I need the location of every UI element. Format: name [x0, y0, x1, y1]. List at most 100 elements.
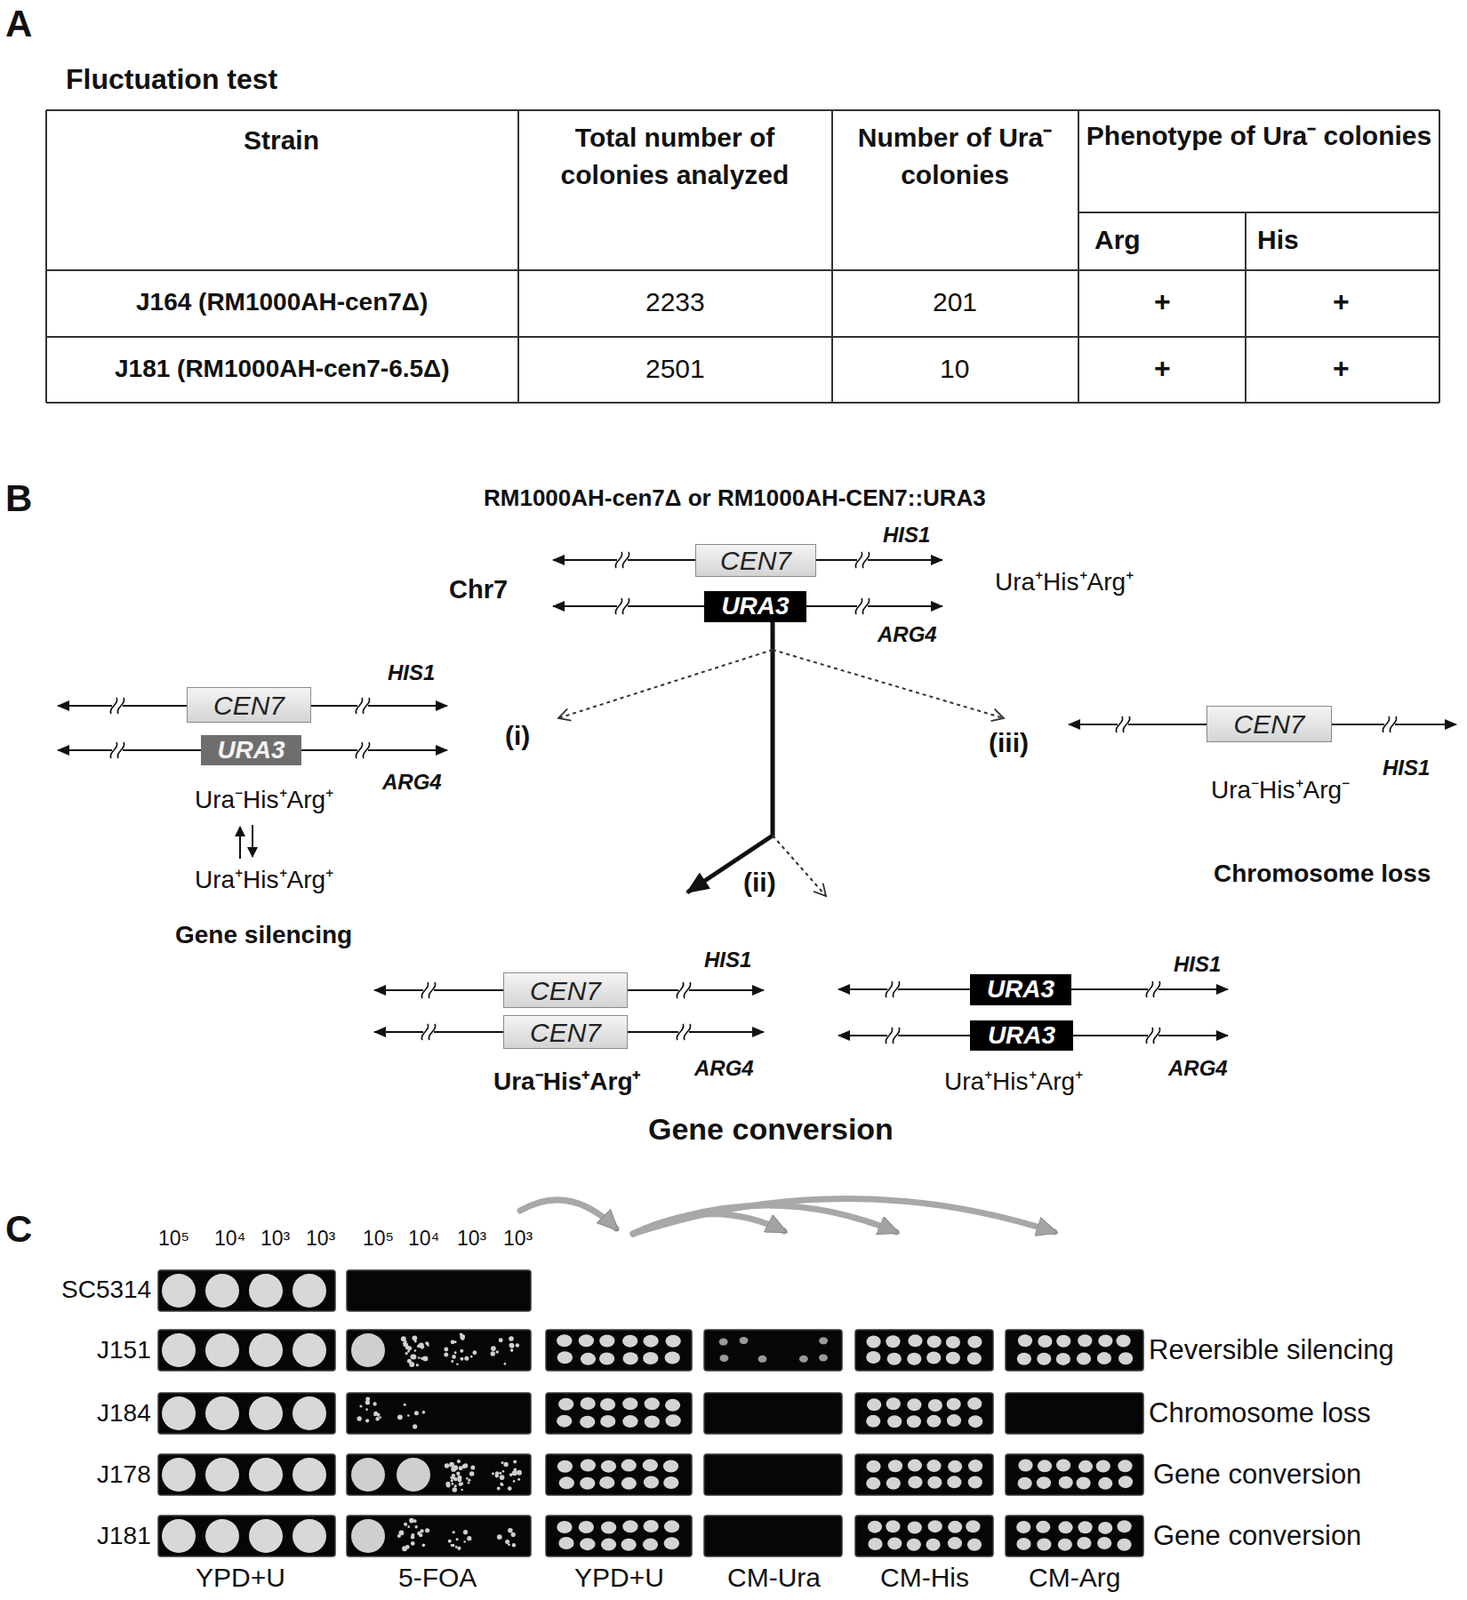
- colony: [410, 1541, 416, 1547]
- colony: [458, 1466, 464, 1471]
- cell-patch: [758, 1355, 768, 1363]
- cell-spot: [248, 1396, 283, 1431]
- break-mark: [428, 982, 435, 999]
- colony: [357, 1416, 362, 1421]
- break-mark: [855, 598, 862, 615]
- colony: [498, 1472, 502, 1476]
- panel-letter: A: [5, 1, 33, 47]
- colony: [456, 1538, 459, 1541]
- cell-patch: [927, 1335, 942, 1348]
- cell-spot: [248, 1519, 283, 1554]
- agar-plate: [346, 1454, 531, 1496]
- break-mark: [1389, 716, 1396, 733]
- colony: [512, 1543, 516, 1548]
- colony: [500, 1483, 505, 1487]
- colony: [424, 1341, 429, 1346]
- ura3-box: URA3: [969, 974, 1072, 1006]
- cell-spot: [205, 1458, 240, 1492]
- colony: [501, 1461, 505, 1465]
- cell-patch: [888, 1459, 903, 1473]
- cell-patch: [1096, 1460, 1111, 1474]
- colony: [422, 1544, 426, 1548]
- break-mark: [362, 697, 369, 714]
- cell-spot: [248, 1458, 283, 1492]
- break-mark: [362, 742, 369, 759]
- cell-patch: [622, 1415, 638, 1428]
- cell-patch: [556, 1521, 572, 1534]
- break-mark: [421, 982, 428, 999]
- colony: [453, 1477, 457, 1482]
- colony: [412, 1424, 417, 1429]
- cell-patch: [1098, 1334, 1113, 1347]
- cell-patch: [926, 1352, 941, 1365]
- cell-patch: [580, 1458, 596, 1472]
- phenotype: Ura⁺His⁺Arg⁺: [194, 865, 334, 896]
- agar-plate: [1005, 1393, 1144, 1435]
- strain-name: J184: [96, 1398, 152, 1429]
- colony: [455, 1546, 458, 1549]
- break-mark: [862, 598, 869, 615]
- colony: [410, 1533, 415, 1538]
- colony: [513, 1480, 516, 1484]
- cell-patch: [926, 1415, 941, 1428]
- cell-patch: [865, 1477, 881, 1491]
- cell-patch: [946, 1398, 962, 1411]
- cell-patch: [1058, 1476, 1074, 1490]
- colony: [495, 1471, 499, 1476]
- break-mark: [355, 697, 362, 714]
- cell-patch: [907, 1459, 922, 1473]
- cell-patch: [557, 1460, 573, 1474]
- marker-gene: ARG4: [382, 769, 442, 796]
- table-cell: +: [1332, 284, 1350, 319]
- ura3-box: URA3: [704, 591, 807, 623]
- cell-patch: [665, 1399, 681, 1412]
- agar-plate: [704, 1454, 842, 1496]
- cell-spot: [161, 1396, 196, 1431]
- colony: [420, 1357, 424, 1361]
- colony: [407, 1359, 412, 1364]
- colony: [397, 1534, 401, 1539]
- colony: [450, 1360, 454, 1363]
- colony: [416, 1363, 419, 1367]
- cell-patch: [622, 1397, 638, 1411]
- colony: [444, 1463, 449, 1468]
- colony: [463, 1530, 468, 1535]
- cell-patch: [886, 1477, 901, 1491]
- colony: [456, 1547, 461, 1551]
- colony: [464, 1465, 469, 1469]
- phenotype: Ura⁺His⁺Arg⁺: [944, 1066, 1083, 1098]
- cell-patch: [1017, 1353, 1032, 1366]
- cell-patch: [1098, 1477, 1113, 1491]
- cell-patch: [1097, 1352, 1112, 1365]
- cell-patch: [557, 1351, 573, 1364]
- colony: [365, 1397, 370, 1403]
- colony: [448, 1462, 455, 1468]
- cell-patch: [1118, 1475, 1133, 1489]
- medium-name: YPD+U: [195, 1562, 286, 1595]
- cell-patch: [663, 1459, 679, 1473]
- cell-patch: [1037, 1459, 1052, 1473]
- outcome-arrows: [558, 622, 1004, 897]
- cell-patch: [965, 1520, 980, 1533]
- chromosome-name: Chr7: [448, 574, 508, 606]
- outcome-number: (i): [505, 720, 530, 753]
- colony: [490, 1351, 496, 1356]
- table-cell: +: [1154, 284, 1171, 319]
- break-mark: [862, 552, 869, 569]
- strain-name: J181: [96, 1521, 152, 1552]
- cell-patch: [601, 1521, 617, 1534]
- cell-patch: [642, 1458, 658, 1472]
- break-mark: [855, 552, 862, 569]
- outcome-name: Gene conversion: [1153, 1458, 1362, 1492]
- colony: [450, 1479, 454, 1483]
- break-mark: [421, 1024, 428, 1041]
- cell-patch: [968, 1476, 983, 1490]
- colony: [502, 1470, 506, 1474]
- cell-spot: [248, 1333, 283, 1368]
- cell-patch: [1076, 1353, 1091, 1366]
- colony: [503, 1462, 508, 1467]
- colony: [420, 1529, 425, 1533]
- colony: [452, 1531, 456, 1534]
- agar-plate: [1005, 1515, 1144, 1557]
- strain-name: J178: [96, 1459, 152, 1491]
